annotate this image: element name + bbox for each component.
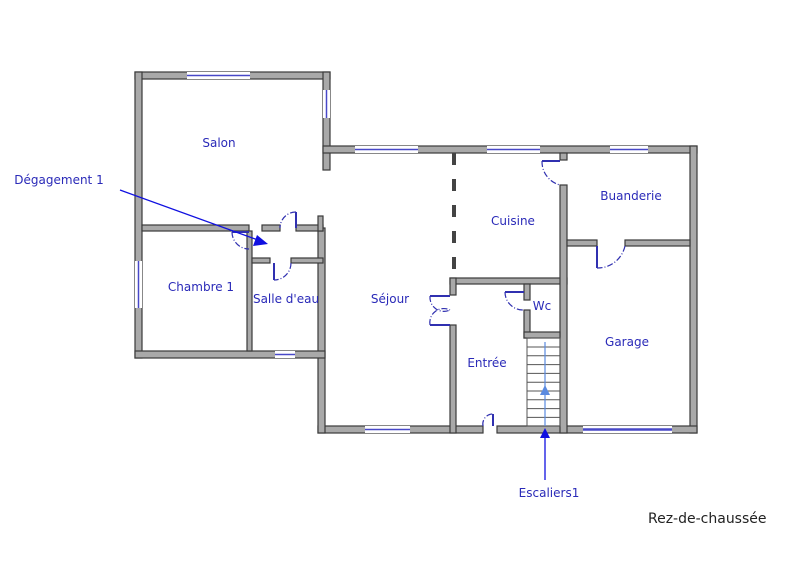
room-label-chambre1: Chambre 1 [167, 280, 235, 294]
staircase [526, 337, 561, 427]
annotation-degagement: Dégagement 1 [14, 173, 104, 187]
room-label-wc: Wc [532, 299, 552, 313]
room-label-buanderie: Buanderie [600, 189, 662, 203]
room-label-sejour: Séjour [370, 292, 410, 306]
room-label-cuisine: Cuisine [491, 214, 535, 228]
annotation-arrows [119, 189, 550, 480]
arrow-head-icon [253, 235, 268, 246]
floor-title: Rez-de-chaussée [648, 511, 767, 527]
room-label-salon: Salon [202, 136, 236, 150]
doors [231, 160, 626, 427]
room-label-entree: Entrée [467, 356, 507, 370]
room-label-garage: Garage [605, 335, 649, 349]
walls [134, 71, 698, 434]
annotation-escaliers: Escaliers1 [518, 486, 580, 500]
stair-arrow-icon [540, 385, 550, 395]
arrow-head-icon [540, 428, 550, 438]
windows [135, 72, 672, 433]
room-label-salle-eau: Salle d'eau [252, 292, 320, 306]
